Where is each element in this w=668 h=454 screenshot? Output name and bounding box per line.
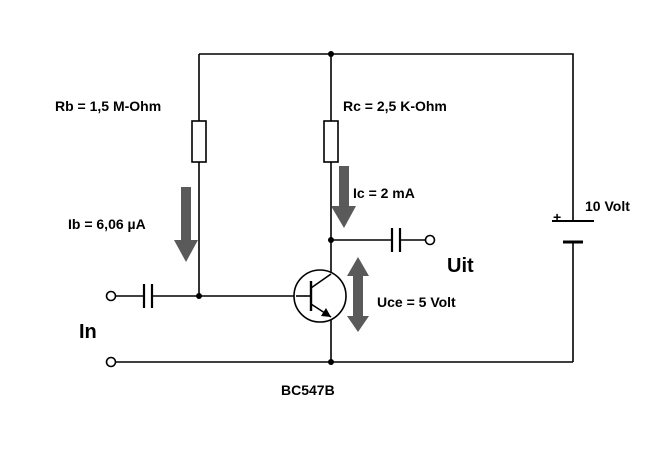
input-terminal-top xyxy=(105,290,117,302)
output-capacitor xyxy=(390,228,402,252)
rc-label: Rc = 2,5 K-Ohm xyxy=(343,98,447,114)
input-terminal-bottom xyxy=(105,356,117,368)
input-capacitor xyxy=(142,284,154,308)
ic-current-arrow xyxy=(331,166,356,228)
resistor-rc xyxy=(323,120,339,163)
rb-label: Rb = 1,5 M-Ohm xyxy=(55,98,161,114)
ib-label: Ib = 6,06 µA xyxy=(68,216,146,232)
input-label: In xyxy=(79,321,97,343)
output-terminal xyxy=(424,234,436,246)
uce-voltage-arrow xyxy=(347,257,369,332)
battery-symbol xyxy=(552,220,594,244)
plus-label: + xyxy=(553,209,561,225)
junction-dots xyxy=(196,51,334,365)
transistor-symbol xyxy=(293,269,347,323)
resistor-rb xyxy=(191,120,207,163)
uce-label: Uce = 5 Volt xyxy=(377,294,456,310)
supply-voltage-label: 10 Volt xyxy=(585,198,630,214)
output-label: Uit xyxy=(447,255,474,277)
circuit-wires xyxy=(116,53,574,363)
ib-current-arrow xyxy=(174,187,198,262)
transistor-label: BC547B xyxy=(281,382,335,398)
ic-label: Ic = 2 mA xyxy=(353,185,415,201)
